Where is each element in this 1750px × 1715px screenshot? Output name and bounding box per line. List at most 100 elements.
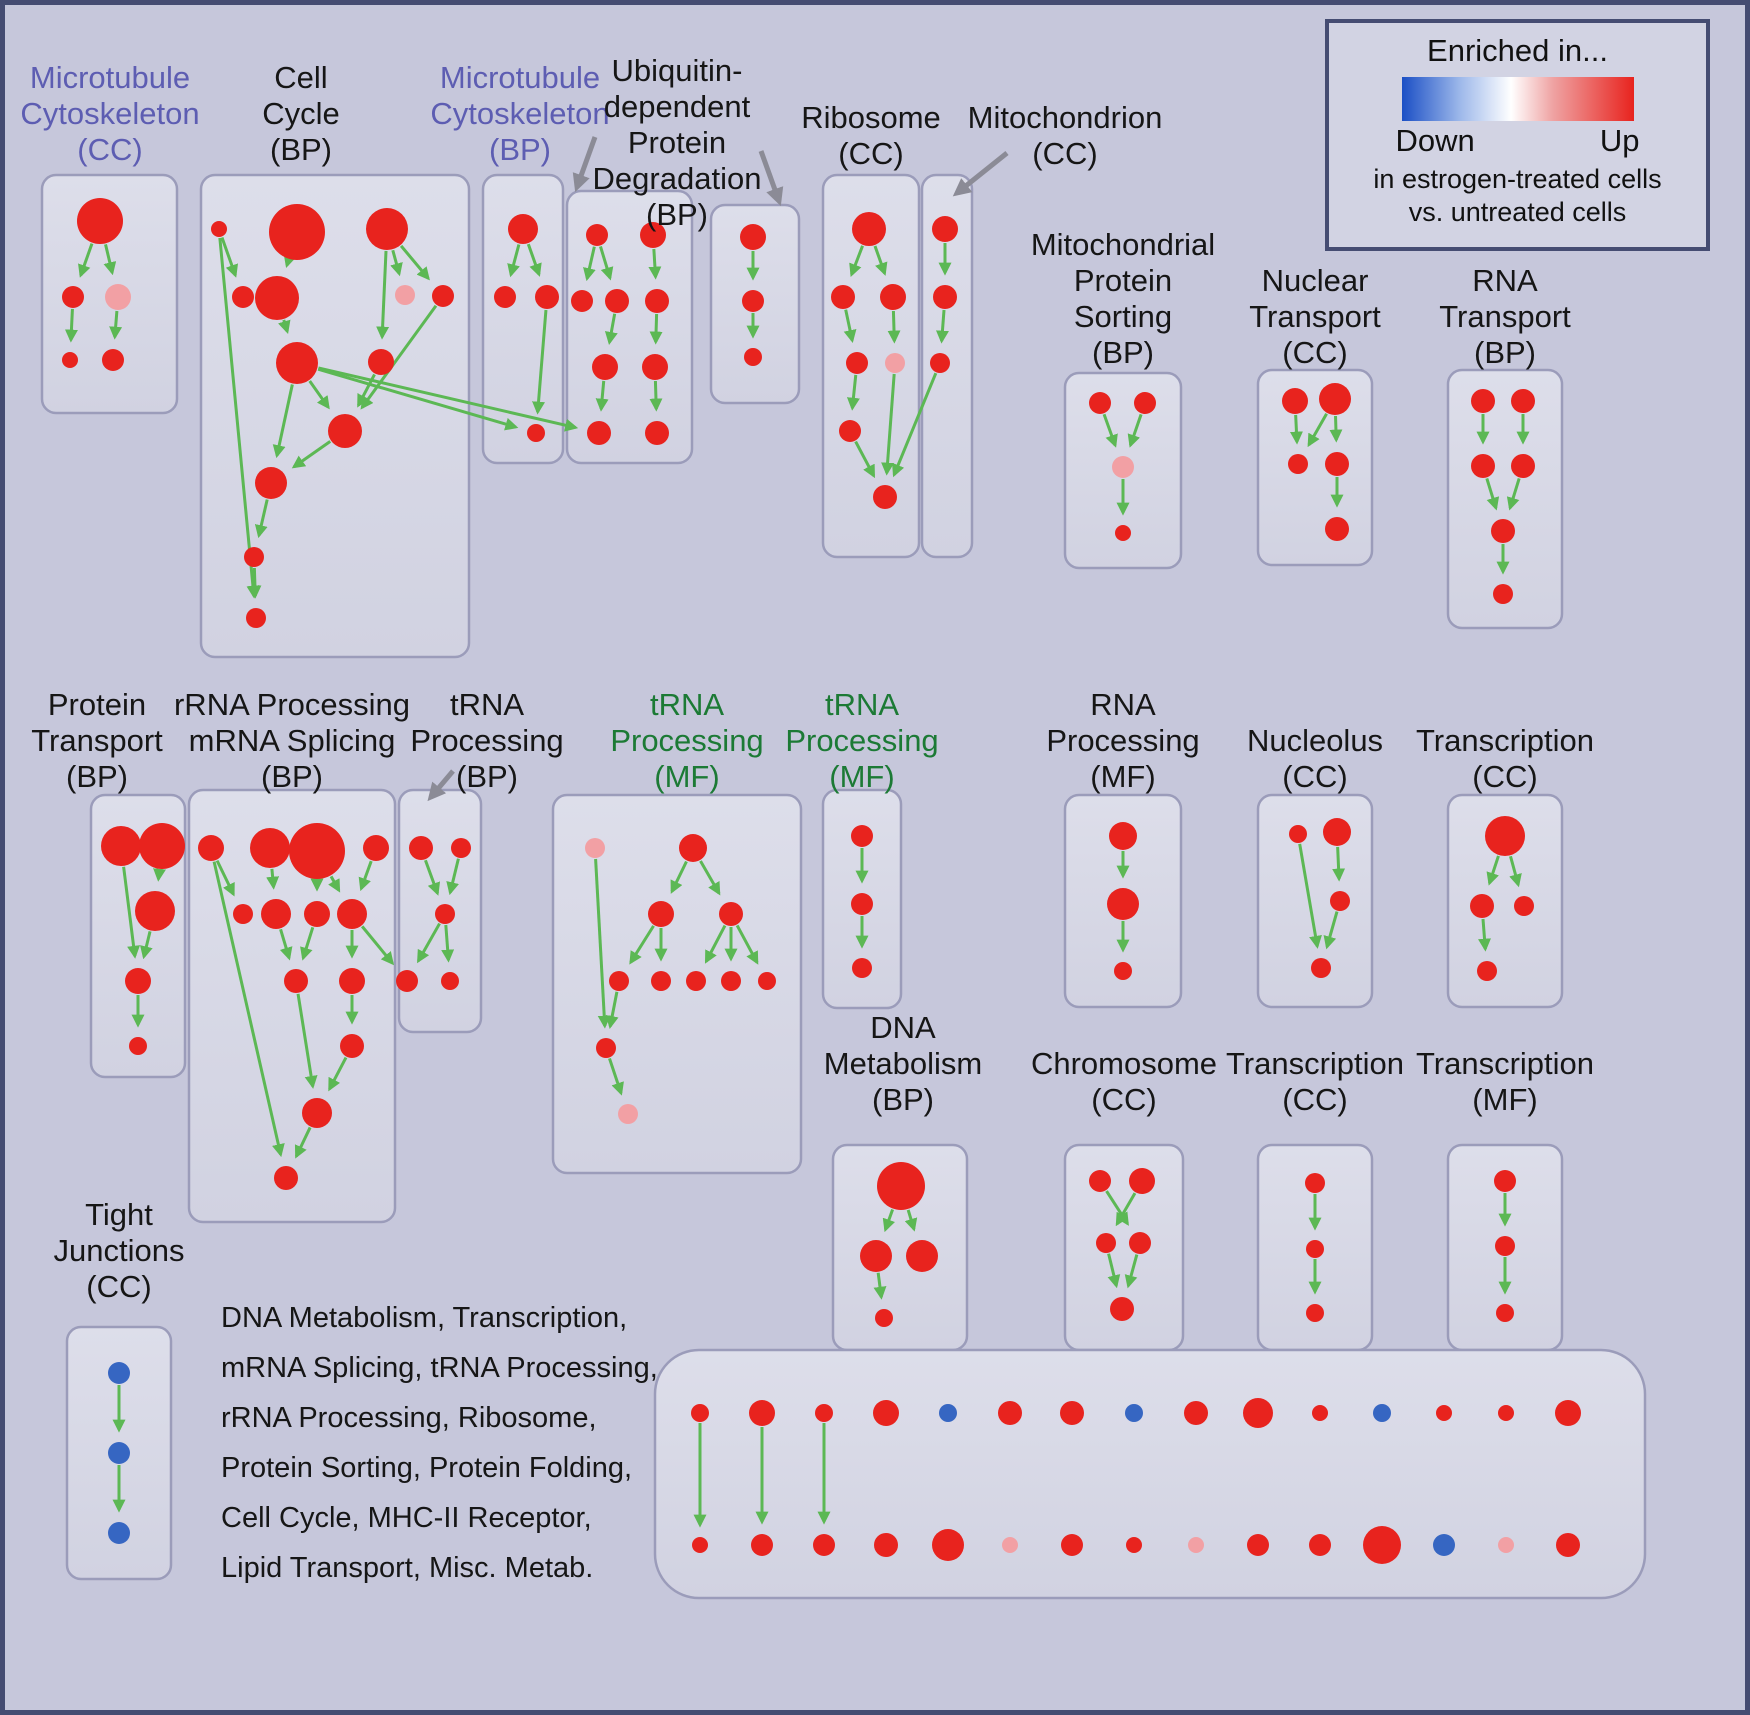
rna-transport-bp-edge-2 <box>1485 477 1500 511</box>
cell-cycle-bp-edge-10 <box>254 499 269 539</box>
rrna-processing-mrna-splicing-bp-edge-1 <box>266 868 280 890</box>
transcription-cc-upper-edge-2 <box>1478 918 1491 952</box>
nucleolus-cc-node-2 <box>1330 891 1350 911</box>
trna-processing-mf-1-edge-9 <box>608 1057 624 1096</box>
mitochondrion-cc-node-2 <box>930 353 950 373</box>
trna-processing-mf-1-edge-4 <box>704 924 727 964</box>
nuclear-transport-cc-edge-1 <box>1307 413 1328 448</box>
mixed-categories-node-25 <box>1309 1534 1331 1556</box>
tight-junctions-cc-node-2 <box>108 1522 130 1544</box>
chromosome-cc-node-3 <box>1129 1232 1151 1254</box>
ubiquitin-degradation-group-2-node-2 <box>744 348 762 366</box>
rrna-processing-mrna-splicing-bp-edge-9 <box>296 993 318 1089</box>
cell-cycle-bp-edge-8 <box>272 384 294 459</box>
trna-processing-mf-1-node-5 <box>651 971 671 991</box>
microtubule-cytoskeleton-cc-edge-3 <box>109 310 123 340</box>
mixed-categories-node-21 <box>1061 1534 1083 1556</box>
protein-transport-bp-edge-0 <box>122 866 141 959</box>
dna-metabolism-bp-node-1 <box>860 1240 892 1272</box>
nuclear-transport-cc-node-4 <box>1325 517 1349 541</box>
ubiquitin-dependent-protein-degradation-bp-edge-1 <box>599 246 614 281</box>
ribosome-cc-node-2 <box>880 284 906 310</box>
rrna-processing-mrna-splicing-bp-edge-5 <box>279 928 293 961</box>
mixed-categories-label: DNA Metabolism, Transcription,mRNA Splic… <box>221 1302 658 1584</box>
label-pointer-arrow-3 <box>427 769 455 802</box>
cell-cycle-bp-edge-12 <box>218 237 260 599</box>
rrna-processing-mrna-splicing-bp-node-6 <box>304 901 330 927</box>
rrna-processing-mrna-splicing-bp-node-8 <box>284 969 308 993</box>
rrna-processing-mrna-splicing-bp-node-11 <box>302 1098 332 1128</box>
legend: Enriched in... Down Up in estrogen-treat… <box>1325 19 1710 251</box>
trna-processing-mf-1-node-0 <box>585 838 605 858</box>
microtubule-cytoskeleton-bp-node-1 <box>494 286 516 308</box>
mixed-categories-node-14 <box>1555 1400 1581 1426</box>
ubiquitin-dependent-protein-degradation-bp-edge-0 <box>583 246 596 282</box>
ribosome-cc-edge-2 <box>843 309 857 344</box>
transcription-mf-node-1 <box>1495 1236 1515 1256</box>
cell-cycle-bp-node-5 <box>395 285 415 305</box>
ribosome-cc-node-5 <box>839 420 861 442</box>
rna-transport-bp-edge-3 <box>1506 477 1521 511</box>
microtubule-cytoskeleton-bp-node-2 <box>535 285 559 309</box>
nucleolus-cc-edge-2 <box>1298 843 1322 949</box>
dna-metabolism-bp-edge-1 <box>904 1209 918 1232</box>
rrna-processing-mrna-splicing-bp-edge-10 <box>328 1056 348 1092</box>
trna-processing-mf-1-edge-7 <box>594 858 611 1029</box>
chromosome-cc-node-1 <box>1129 1168 1155 1194</box>
rna-transport-bp-node-5 <box>1493 584 1513 604</box>
microtubule-cytoskeleton-bp-edge-1 <box>526 243 542 277</box>
mixed-categories-node-5 <box>998 1401 1022 1425</box>
rna-processing-mf-node-2 <box>1114 962 1132 980</box>
transcription-cc-upper-edge-0 <box>1486 855 1500 886</box>
rrna-processing-mrna-splicing-bp-edge-4 <box>358 860 373 892</box>
rrna-processing-mrna-splicing-bp-node-4 <box>233 904 253 924</box>
legend-title: Enriched in... <box>1427 33 1608 68</box>
rrna-processing-mrna-splicing-bp-node-1 <box>250 828 290 868</box>
rrna-processing-mrna-splicing-bp-node-0 <box>198 835 224 861</box>
ribosome-cc-box <box>821 173 921 559</box>
nuclear-transport-cc-box <box>1256 368 1374 567</box>
microtubule-cytoskeleton-cc-edge-1 <box>103 244 117 276</box>
mixed-categories-node-18 <box>874 1533 898 1557</box>
ribosome-cc-edge-5 <box>854 440 876 479</box>
nuclear-transport-cc-node-2 <box>1288 454 1308 474</box>
ubiquitin-dependent-protein-degradation-bp-node-4 <box>645 289 669 313</box>
cross-edge-0 <box>317 367 519 431</box>
mitochondrial-protein-sorting-bp-node-0 <box>1089 392 1111 414</box>
network-diagram-canvas <box>40 136 1647 1600</box>
rna-transport-bp-node-4 <box>1491 519 1515 543</box>
ubiquitin-dependent-protein-degradation-bp-edge-4 <box>649 313 663 345</box>
ribosome-cc-node-6 <box>873 485 897 509</box>
rna-transport-bp-node-0 <box>1471 389 1495 413</box>
rna-transport-bp-node-2 <box>1471 454 1495 478</box>
cell-cycle-bp-node-9 <box>328 414 362 448</box>
rrna-processing-mrna-splicing-bp-node-7 <box>337 899 367 929</box>
cell-cycle-bp-node-4 <box>255 276 299 320</box>
cell-cycle-bp-node-7 <box>276 342 318 384</box>
dna-metabolism-bp-edge-0 <box>882 1209 896 1233</box>
nucleolus-cc-box <box>1256 793 1374 1009</box>
rrna-processing-mrna-splicing-bp-edge-11 <box>294 1126 312 1159</box>
trna-processing-bp-edge-3 <box>441 924 455 963</box>
trna-processing-bp-edge-1 <box>446 858 460 896</box>
mixed-categories-node-9 <box>1243 1398 1273 1428</box>
ubiquitin-dependent-protein-degradation-bp-node-5 <box>592 354 618 380</box>
legend-subtitle-line1: in estrogen-treated cells <box>1373 164 1662 194</box>
microtubule-cytoskeleton-cc-edge-0 <box>78 243 94 278</box>
mixed-categories-node-29 <box>1556 1533 1580 1557</box>
legend-down-label: Down <box>1395 123 1475 158</box>
trna-processing-bp-node-0 <box>409 836 433 860</box>
nuclear-transport-cc-edge-0 <box>1289 414 1303 445</box>
trna-processing-bp-node-1 <box>451 838 471 858</box>
mitochondrial-protein-sorting-bp-node-1 <box>1134 392 1156 414</box>
ribosome-cc-edge-4 <box>846 374 860 411</box>
mixed-categories-node-23 <box>1188 1537 1204 1553</box>
ribosome-cc-edge-6 <box>881 373 896 476</box>
mixed-categories-node-17 <box>813 1534 835 1556</box>
mixed-categories-node-26 <box>1363 1526 1401 1564</box>
mixed-categories-node-28 <box>1498 1537 1514 1553</box>
mitochondrial-protein-sorting-bp-node-2 <box>1112 456 1134 478</box>
legend-scale-labels: Down Up <box>1396 123 1640 159</box>
ribosome-cc-edge-3 <box>887 310 901 344</box>
